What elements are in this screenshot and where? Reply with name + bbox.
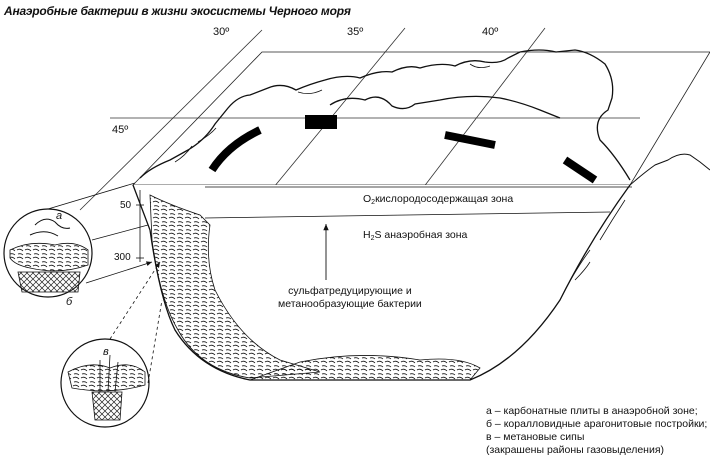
- legend-item-b: б – коралловидные арагонитовые постройки…: [486, 418, 708, 430]
- gas-zone-east: [444, 131, 496, 149]
- circle-label-b: б: [66, 296, 73, 308]
- meridian-label-40: 40º: [482, 26, 499, 38]
- oxygen-sub: 2: [371, 199, 376, 206]
- h2s-zone-label: H2S анаэробная зона: [363, 229, 467, 242]
- legend-item-a: а – карбонатные плиты в анаэробной зоне;: [486, 405, 698, 417]
- coastline: [139, 49, 631, 181]
- oxygen-zone-label: O2кислородосодержащая зона: [363, 193, 513, 206]
- depth-label-50: 50: [120, 200, 132, 211]
- parallel-label-45: 45º: [112, 124, 129, 136]
- meridian-label-30: 30º: [213, 26, 230, 38]
- legend-item-v: в – метановые сипы: [486, 431, 585, 443]
- legend: а – карбонатные плиты в анаэробной зоне;…: [486, 405, 707, 457]
- oxygen-text: кислородосодержащая зона: [375, 193, 514, 205]
- h2s-text: S анаэробная зона: [374, 229, 468, 241]
- oxygen-prefix: O: [363, 193, 372, 205]
- east-shore-relief: [629, 153, 710, 186]
- meridian-label-35: 35º: [347, 26, 364, 38]
- bacteria-label: сульфатредуцирующие и метанообразующие б…: [278, 285, 422, 311]
- bacteria-line-1: сульфатредуцирующие и: [288, 285, 412, 297]
- gas-zone-central: [305, 115, 337, 129]
- h2s-zone-line: [204, 211, 611, 219]
- circle-label-a: а: [56, 210, 63, 222]
- depth-label-300: 300: [114, 252, 131, 263]
- inset-pointers: [47, 182, 163, 384]
- circle-label-v: в: [103, 346, 109, 358]
- diagram-title: Анаэробные бактерии в жизни экосистемы Ч…: [4, 4, 351, 18]
- inset-circle-ab: [3, 208, 93, 298]
- h2s-prefix: H: [363, 229, 371, 241]
- gas-zone-far-east: [562, 156, 598, 184]
- gas-zone-west: [208, 126, 262, 173]
- basin-cross-section: [132, 184, 631, 381]
- legend-item-note: (закрашены районы газовыделения): [486, 444, 665, 456]
- h2s-sub: 2: [370, 235, 375, 242]
- coast-detail: [174, 63, 491, 163]
- inset-circle-v: [60, 338, 150, 428]
- bacteria-line-2: метанообразующие бактерии: [278, 298, 422, 310]
